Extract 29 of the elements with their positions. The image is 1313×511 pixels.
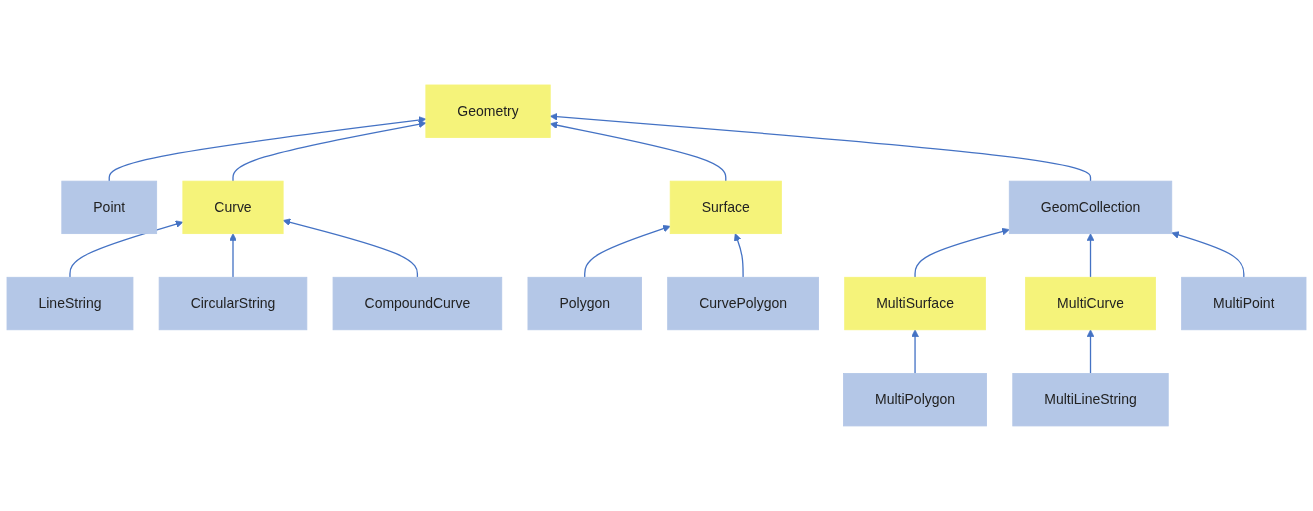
arrow (108, 116, 427, 182)
node-box: Curve (182, 180, 284, 235)
node-box: MultiPoint (1181, 276, 1307, 331)
node-box: MultiLineString (1012, 373, 1169, 427)
arrow (1086, 233, 1095, 278)
arrow (733, 233, 744, 278)
node-box: MultiCurve (1025, 276, 1156, 331)
arrow (69, 220, 184, 278)
arrow (914, 227, 1010, 278)
arrow (911, 329, 919, 375)
node-box: Geometry (425, 84, 551, 138)
node-box: Polygon (527, 276, 642, 331)
node-box: MultiSurface (844, 276, 986, 331)
node-box: GeomCollection (1008, 180, 1173, 235)
node-box: Point (61, 180, 158, 235)
arrow (549, 112, 1092, 182)
node-box: Surface (669, 180, 782, 235)
node-box: CircularString (158, 276, 308, 331)
arrow (229, 233, 237, 278)
arrow (232, 120, 427, 182)
arrow (584, 224, 671, 278)
node-box: CurvePolygon (667, 276, 819, 331)
arrow (549, 121, 727, 182)
arrow (282, 218, 419, 278)
node-box: LineString (6, 276, 134, 331)
arrow (1171, 231, 1245, 278)
arrow (1086, 329, 1095, 375)
node-box: CompoundCurve (332, 276, 503, 331)
node-box: MultiPolygon (843, 373, 987, 427)
